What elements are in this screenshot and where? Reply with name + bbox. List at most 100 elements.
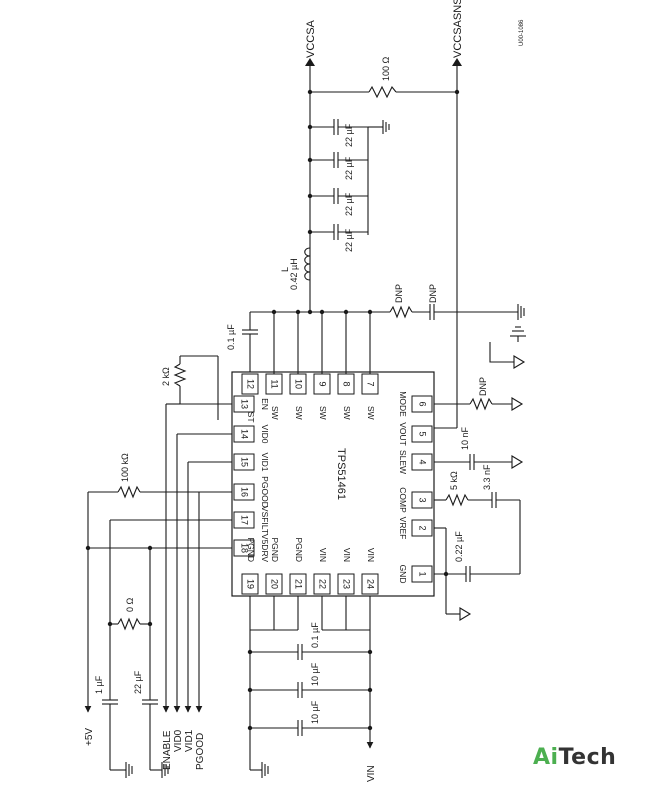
sense-resistor-value: 100 Ω — [381, 56, 391, 81]
pin-label-2: VREF — [398, 517, 408, 540]
vccsa-label: VCCSA — [305, 19, 317, 58]
pin-box-12 — [241, 373, 259, 395]
pin-box-22 — [313, 573, 331, 595]
pin-label-12: BST — [246, 406, 256, 423]
pin-number-23: 23 — [342, 579, 352, 589]
pin-box-21 — [289, 573, 307, 595]
left-section: 2 kΩ 100 kΩ 0 Ω — [84, 355, 232, 778]
pin-label-18: V5DRV — [260, 534, 270, 563]
input-cap-value: 10 µF — [310, 662, 320, 686]
pin-label-7: SW — [366, 406, 376, 420]
pin-number-7: 7 — [366, 381, 376, 386]
pin-box-15 — [233, 453, 255, 471]
output-section: VCCSA VCCSASNS U00-1086 100 Ω 22 µF 22 µF… — [226, 0, 525, 428]
brand-logo: AiTech — [533, 745, 616, 770]
pin-label-4: SLEW — [398, 450, 408, 474]
pin-label-8: SW — [342, 406, 352, 420]
dnp-resistor — [389, 305, 413, 319]
ic-name: TPS51461 — [335, 448, 347, 500]
brand-prefix: Ai — [533, 745, 559, 770]
zero-ohm-value: 0 Ω — [125, 597, 135, 612]
junction-dot — [367, 649, 373, 655]
pin-box-24 — [361, 573, 379, 595]
pin-label-19: PGND — [246, 537, 256, 562]
junction-dot — [247, 649, 253, 655]
output-cap-value: 22 µF — [344, 192, 354, 216]
pin-box-18 — [233, 539, 255, 557]
pin-label-3: COMP — [398, 487, 408, 513]
pin-box-20 — [265, 573, 283, 595]
output-cap-value: 22 µF — [344, 123, 354, 147]
right-section: DNP 10 nF 5 kΩ 3.3 nF 0.22 µF — [434, 326, 526, 621]
pin-number-12: 12 — [246, 379, 256, 389]
junction-dot — [367, 687, 373, 693]
pin-box-17 — [233, 511, 255, 529]
pg-resistor-value: 100 kΩ — [120, 453, 130, 482]
junction-dot — [307, 124, 313, 130]
vccsasns-label: VCCSASNS — [452, 0, 464, 58]
pin-box-19 — [241, 573, 259, 595]
mode-dnp-label: DNP — [478, 377, 488, 396]
output-cap-value: 22 µF — [344, 156, 354, 180]
pin-label-10: SW — [294, 406, 304, 420]
pin-label-15: VID1 — [260, 453, 270, 472]
junction-dot — [247, 725, 253, 731]
pin-label-23: VIN — [342, 548, 352, 562]
junction-dot — [307, 157, 313, 163]
pin-box-23 — [337, 573, 355, 595]
pin-label-21: PGND — [294, 537, 304, 562]
en-resistor-value: 2 kΩ — [161, 367, 171, 386]
en-resistor — [173, 363, 187, 387]
ic-pins: 1GND2VREF3COMP4SLEW5VOUT6MODE7SW8SW9SW10… — [233, 373, 433, 595]
pin-number-2: 2 — [418, 525, 428, 530]
junction-dot — [247, 687, 253, 693]
pin-number-6: 6 — [418, 401, 428, 406]
pin-number-14: 14 — [240, 429, 250, 439]
pin-number-16: 16 — [240, 487, 250, 497]
pin-number-10: 10 — [294, 379, 304, 389]
comp-resistor — [445, 493, 469, 507]
v5-label: +5V — [84, 728, 95, 746]
pin-number-24: 24 — [366, 579, 376, 589]
sense-resistor — [368, 85, 397, 99]
input-cap-value: 0.1 µF — [310, 622, 320, 648]
pin-number-13: 13 — [240, 399, 250, 409]
cap-22u-value: 22 µF — [133, 670, 143, 694]
pin-label-16: PGOOD — [260, 476, 270, 508]
pgood-label: PGOOD — [195, 733, 206, 770]
output-cap-value: 22 µF — [344, 228, 354, 252]
pin-number-11: 11 — [270, 379, 280, 388]
pin-number-3: 3 — [418, 497, 428, 502]
vin-label: VIN — [366, 765, 377, 782]
junction-dot — [307, 193, 313, 199]
pin-label-17: VSFILT — [260, 506, 270, 534]
pin-number-21: 21 — [294, 579, 304, 589]
pin-label-13: EN — [260, 398, 270, 410]
vid0-label: VID0 — [173, 729, 184, 752]
junction-dot — [307, 229, 313, 235]
dnp-resistor-label: DNP — [394, 284, 404, 303]
ic-body — [231, 371, 435, 597]
inductor — [304, 247, 311, 281]
pin-number-20: 20 — [270, 579, 280, 589]
pin-label-1: GND — [398, 565, 408, 584]
pin-box-14 — [233, 425, 255, 443]
pin-box-6 — [411, 395, 433, 413]
pin-number-4: 4 — [418, 459, 428, 464]
junction-dot — [271, 309, 277, 315]
pin-number-8: 8 — [342, 381, 352, 386]
pin-number-1: 1 — [418, 571, 428, 576]
pin-number-17: 17 — [240, 515, 250, 525]
pin-number-18: 18 — [240, 543, 250, 553]
comp-cap-value: 3.3 nF — [482, 464, 492, 490]
pin-label-9: SW — [318, 406, 328, 420]
vid1-label: VID1 — [184, 729, 195, 752]
pin-label-20: PGND — [270, 537, 280, 562]
pin-number-15: 15 — [240, 457, 250, 467]
pin-label-24: VIN — [366, 548, 376, 562]
pin-number-9: 9 — [318, 381, 328, 386]
junction-dot — [295, 309, 301, 315]
figure-id: U00-1086 — [519, 19, 525, 46]
